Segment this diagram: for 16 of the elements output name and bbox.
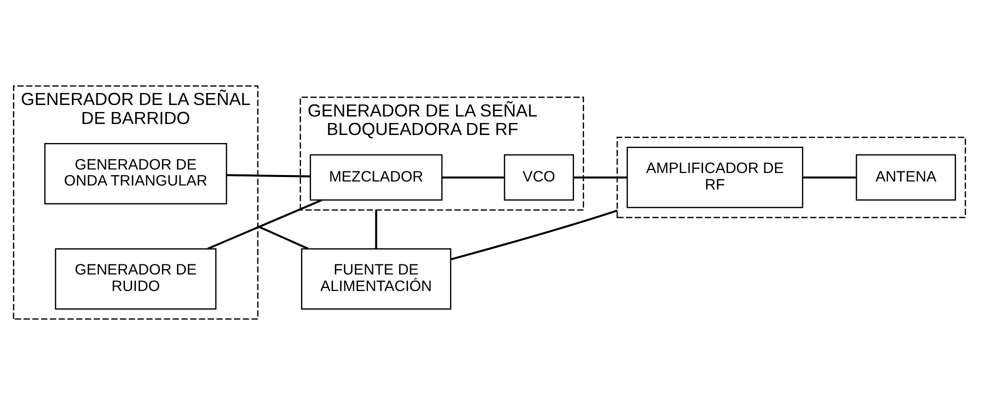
connector xyxy=(450,209,618,260)
node-box: ANTENA xyxy=(856,154,956,200)
node-box: VCO xyxy=(504,154,574,200)
connector xyxy=(574,176,627,178)
connector xyxy=(207,198,322,250)
cluster xyxy=(616,136,966,218)
connector xyxy=(226,174,310,177)
connector xyxy=(802,176,856,178)
node-box: MEZCLADOR xyxy=(310,154,443,200)
connector xyxy=(375,210,378,248)
node-box: GENERADOR DE RUIDO xyxy=(54,248,216,310)
node-box: AMPLIFICADOR DE RF xyxy=(626,146,804,208)
node-box: FUENTE DE ALIMENTACIÓN xyxy=(301,248,452,310)
connector xyxy=(257,224,308,250)
node-box: GENERADOR DE ONDA TRIANGULAR xyxy=(44,142,228,204)
connector xyxy=(442,176,504,178)
